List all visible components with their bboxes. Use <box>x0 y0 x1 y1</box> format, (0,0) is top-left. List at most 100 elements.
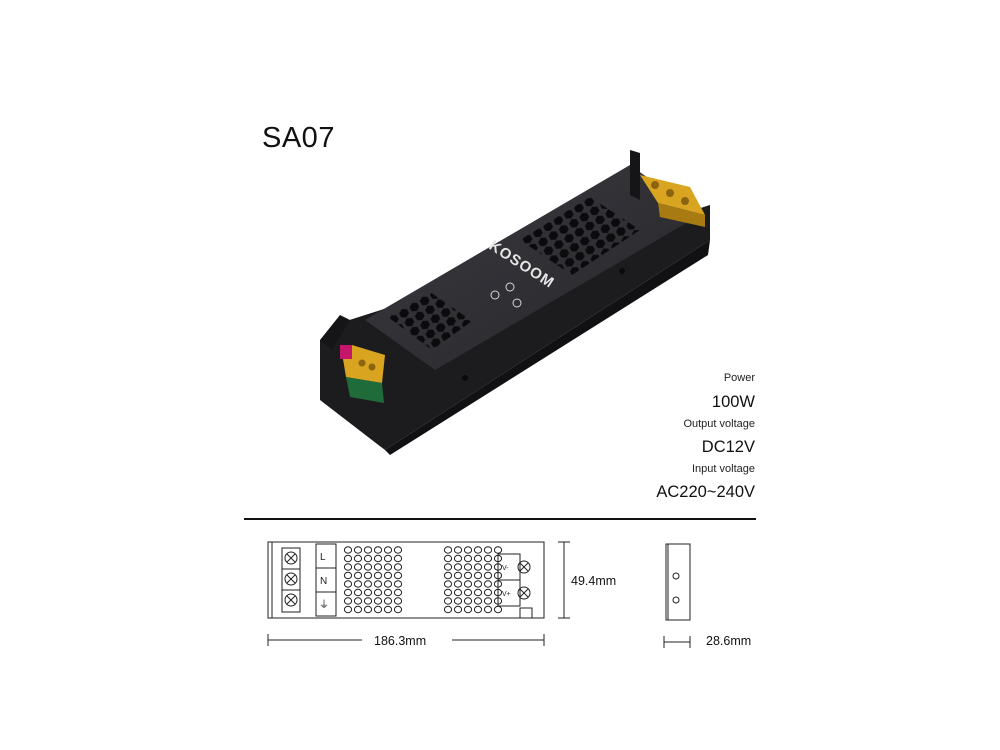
vent-hole <box>463 571 473 580</box>
vent-hole <box>463 563 473 571</box>
vent-hole <box>493 546 503 554</box>
vent-hole <box>353 563 363 571</box>
vent-hole <box>363 588 373 597</box>
vent-hole <box>473 563 483 571</box>
vent-holes-left <box>388 292 472 350</box>
vent-hole <box>493 588 503 597</box>
vent-hole <box>353 580 363 588</box>
spec-power-value: 100W <box>711 393 755 411</box>
vent-hole <box>383 546 393 554</box>
vent-hole <box>393 597 403 605</box>
vent-hole <box>493 580 503 588</box>
vent-hole <box>443 546 453 554</box>
vent-hole <box>373 546 383 554</box>
vent-holes-right <box>520 197 640 275</box>
vent-hole <box>343 554 353 563</box>
vent-hole <box>383 605 393 614</box>
spec-input-voltage-value: AC220~240V <box>656 483 755 501</box>
terminal-label-vplus: V+ <box>502 591 511 598</box>
vent-hole <box>483 554 493 563</box>
vent-hole <box>473 546 483 554</box>
spec-output-voltage-value: DC12V <box>701 438 755 456</box>
dimension-height: 49.4mm <box>571 574 617 588</box>
vent-hole <box>443 588 453 597</box>
vent-hole <box>353 588 363 597</box>
vent-hole <box>353 571 363 580</box>
vent-hole <box>373 605 383 614</box>
vent-hole <box>473 554 483 563</box>
vent-hole <box>473 597 483 605</box>
vent-hole-grid-right <box>443 546 503 614</box>
vent-hole <box>383 580 393 588</box>
vent-hole <box>493 605 503 614</box>
product-image: KOSOOM <box>320 150 710 455</box>
vent-hole <box>483 605 493 614</box>
vent-hole <box>443 563 453 571</box>
vent-hole <box>463 605 473 614</box>
vent-hole <box>373 571 383 580</box>
vent-hole <box>373 554 383 563</box>
vent-hole <box>493 563 503 571</box>
vent-hole <box>363 597 373 605</box>
vent-hole <box>493 554 503 563</box>
vent-hole <box>453 597 463 605</box>
vent-hole <box>443 605 453 614</box>
vent-hole <box>383 571 393 580</box>
vent-hole <box>493 597 503 605</box>
product-model-title: SA07 <box>262 122 335 154</box>
vent-hole <box>343 597 353 605</box>
vent-hole <box>453 580 463 588</box>
vent-hole <box>473 580 483 588</box>
vent-hole <box>393 546 403 554</box>
vent-hole <box>393 554 403 563</box>
vent-hole <box>343 588 353 597</box>
side-view-drawing <box>663 543 691 648</box>
vent-hole <box>463 597 473 605</box>
terminal-label-l: L <box>320 552 326 563</box>
vent-hole <box>443 554 453 563</box>
spec-input-voltage-label: Input voltage <box>692 463 755 475</box>
vent-hole <box>363 563 373 571</box>
vent-hole <box>393 580 403 588</box>
vent-hole <box>363 571 373 580</box>
vent-hole <box>473 588 483 597</box>
vent-hole <box>453 546 463 554</box>
terminal-label-vminus: V- <box>502 565 509 572</box>
vent-hole <box>343 563 353 571</box>
housing-side <box>320 205 710 450</box>
dimension-length: 186.3mm <box>374 634 427 648</box>
terminal-label-n: N <box>320 576 327 587</box>
vent-hole <box>383 554 393 563</box>
vent-hole <box>393 605 403 614</box>
vent-hole <box>383 597 393 605</box>
height-dimension-line <box>558 541 570 619</box>
vent-hole <box>363 546 373 554</box>
spec-output-voltage-label: Output voltage <box>683 418 755 430</box>
vent-hole <box>373 597 383 605</box>
vent-hole <box>373 588 383 597</box>
vent-hole <box>473 571 483 580</box>
vent-hole <box>483 588 493 597</box>
vent-hole <box>463 554 473 563</box>
vent-hole <box>443 580 453 588</box>
vent-hole <box>443 571 453 580</box>
vent-hole <box>463 546 473 554</box>
spec-power-label: Power <box>723 372 755 384</box>
terminal-label-ground: ⏚ <box>319 599 329 611</box>
vent-hole <box>383 588 393 597</box>
vent-hole <box>453 605 463 614</box>
vent-hole <box>483 546 493 554</box>
dimension-drawing-top: L N ⏚ V- V+ <box>267 541 545 646</box>
vent-hole <box>343 605 353 614</box>
vent-hole <box>373 563 383 571</box>
vent-hole <box>363 605 373 614</box>
vent-hole <box>493 571 503 580</box>
vent-hole <box>453 563 463 571</box>
vent-hole <box>393 563 403 571</box>
vent-hole <box>453 571 463 580</box>
vent-hole <box>453 554 463 563</box>
vent-hole-grid-left <box>343 546 403 614</box>
vent-hole <box>483 597 493 605</box>
vent-hole <box>383 563 393 571</box>
vent-hole <box>353 554 363 563</box>
